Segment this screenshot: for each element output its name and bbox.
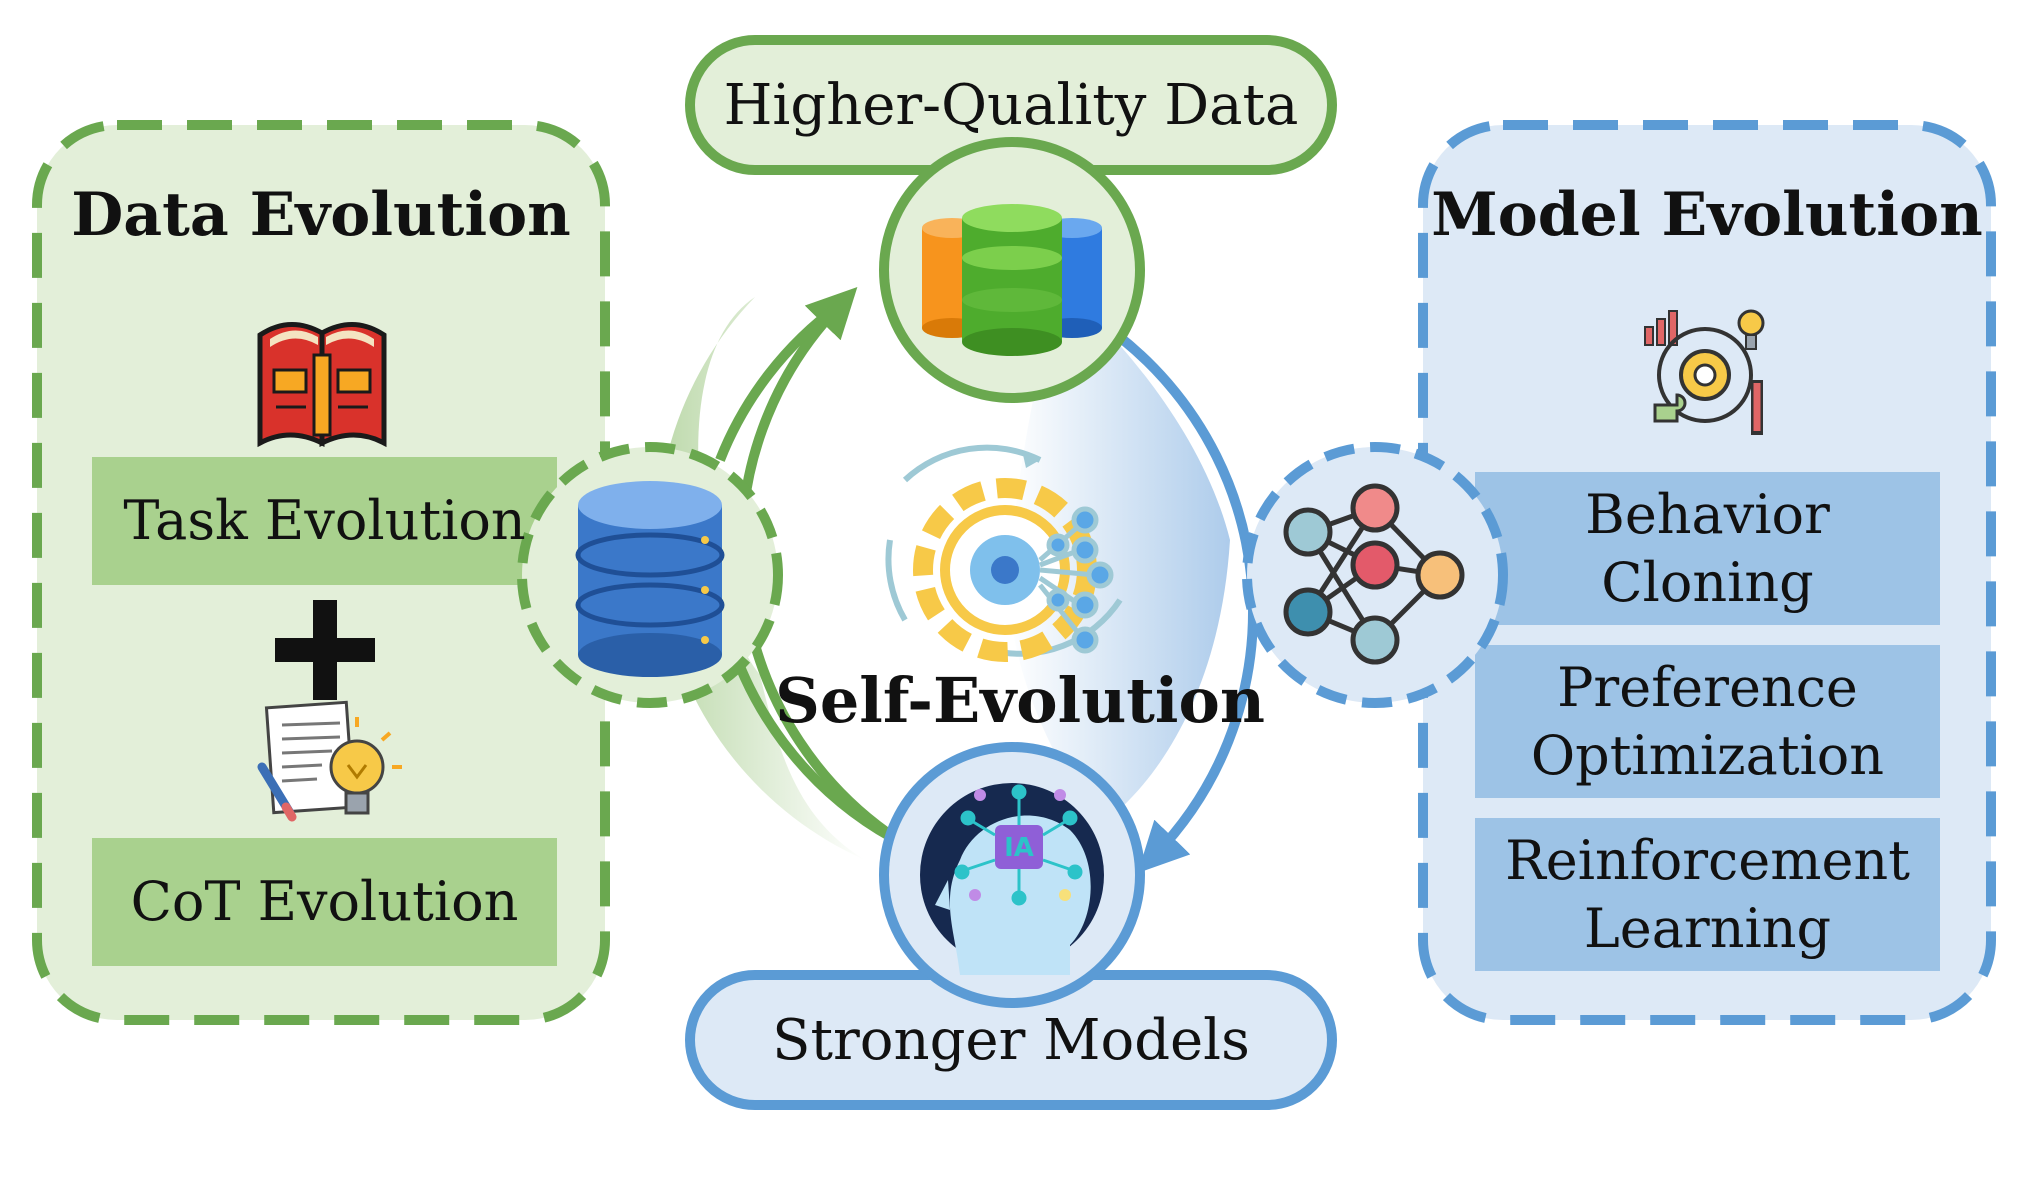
reinforcement-learning-label: Reinforcement Learning [1505,829,1910,960]
document-lightbulb-icon [257,700,402,822]
blue-cycle-arrow [1038,285,1258,874]
plus-icon [275,600,375,700]
blue-database-icon [575,481,725,677]
model-evolution-panel [1418,120,1996,1025]
task-evolution-label: Task Evolution [123,489,526,553]
right-node [1242,442,1508,708]
cot-evolution-label: CoT Evolution [130,870,519,934]
bottom-node: IA [879,742,1145,1008]
top-node [879,137,1145,403]
blue-gradient-wedge [1008,285,1230,825]
behavior-cloning-box [1475,472,1940,625]
self-evolution-label: Self-Evolution [775,663,1265,737]
preference-optimization-label: Preference Optimization [1530,656,1885,787]
data-evolution-title: Data Evolution [71,180,571,250]
book-icon [257,322,387,448]
green-gradient-wedge [656,297,865,860]
model-evolution-title: Model Evolution [1431,180,1983,250]
neural-network-icon [1283,483,1465,665]
cot-evolution-box [92,838,557,966]
self-evolution-cycle [656,285,1258,874]
higher-quality-data-label: Higher-Quality Data [723,72,1299,138]
ai-gear-icon [885,444,1123,662]
task-evolution-box [92,457,557,585]
left-node [517,442,783,708]
reinforcement-learning-box [1475,818,1940,971]
gear-analytics-icon [1644,309,1765,435]
preference-optimization-box [1475,645,1940,798]
data-evolution-panel [32,120,610,1025]
stronger-models-label: Stronger Models [772,1007,1250,1073]
colorful-database-icon [922,204,1102,356]
ai-brain-icon: IA [920,783,1104,975]
svg-text:IA: IA [1004,833,1034,863]
behavior-cloning-label: Behavior Cloning [1585,483,1830,614]
